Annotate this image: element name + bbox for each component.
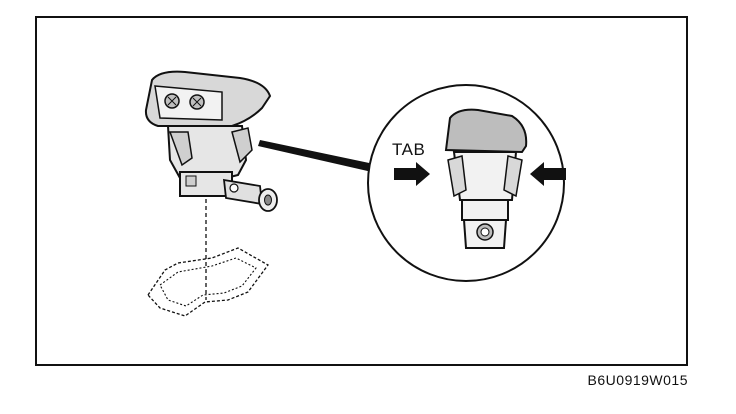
right-press-arrow (530, 162, 566, 186)
tab-detail-view (444, 108, 528, 249)
tab-label: TAB (392, 140, 426, 159)
callout-leader (258, 140, 374, 172)
mounting-hole-outline (147, 247, 269, 317)
figure-code: B6U0919W015 (587, 372, 688, 388)
diagram-frame (35, 16, 688, 366)
washer-nozzle (144, 70, 278, 212)
left-press-arrow (394, 162, 430, 186)
